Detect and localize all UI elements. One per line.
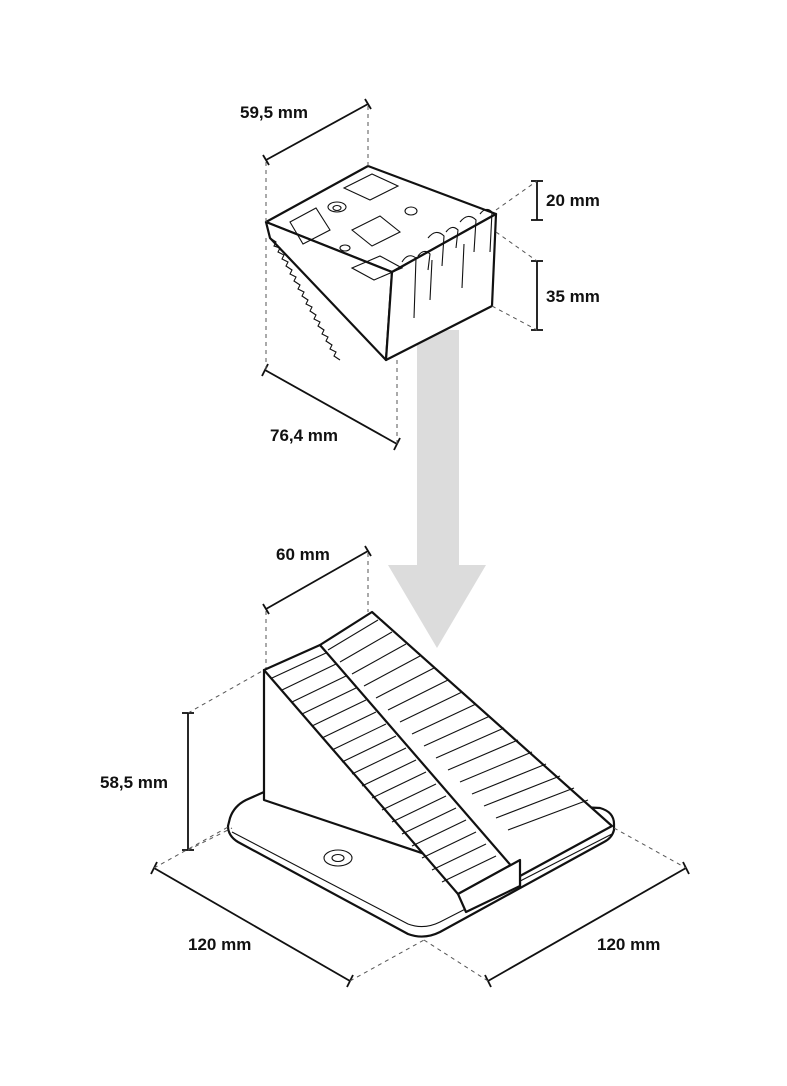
label-base-left-length: 120 mm bbox=[188, 935, 251, 954]
label-top-upper-height: 20 mm bbox=[546, 191, 600, 210]
dim-top-depth bbox=[261, 238, 401, 451]
label-top-depth: 76,4 mm bbox=[270, 426, 338, 445]
top-adapter-part bbox=[264, 164, 498, 362]
dim-base-top-width bbox=[262, 545, 372, 668]
label-top-width: 59,5 mm bbox=[240, 103, 308, 122]
assembly-arrow bbox=[388, 330, 486, 648]
label-top-lower-height: 35 mm bbox=[546, 287, 600, 306]
label-base-height: 58,5 mm bbox=[100, 773, 168, 792]
dim-base-right-length bbox=[423, 827, 690, 988]
dim-top-width bbox=[262, 98, 372, 222]
dim-base-left-length bbox=[150, 825, 425, 988]
dim-top-heights bbox=[491, 180, 543, 331]
label-base-top-width: 60 mm bbox=[276, 545, 330, 564]
dim-base-height bbox=[182, 669, 265, 851]
label-base-right-length: 120 mm bbox=[597, 935, 660, 954]
base-part bbox=[226, 610, 616, 938]
